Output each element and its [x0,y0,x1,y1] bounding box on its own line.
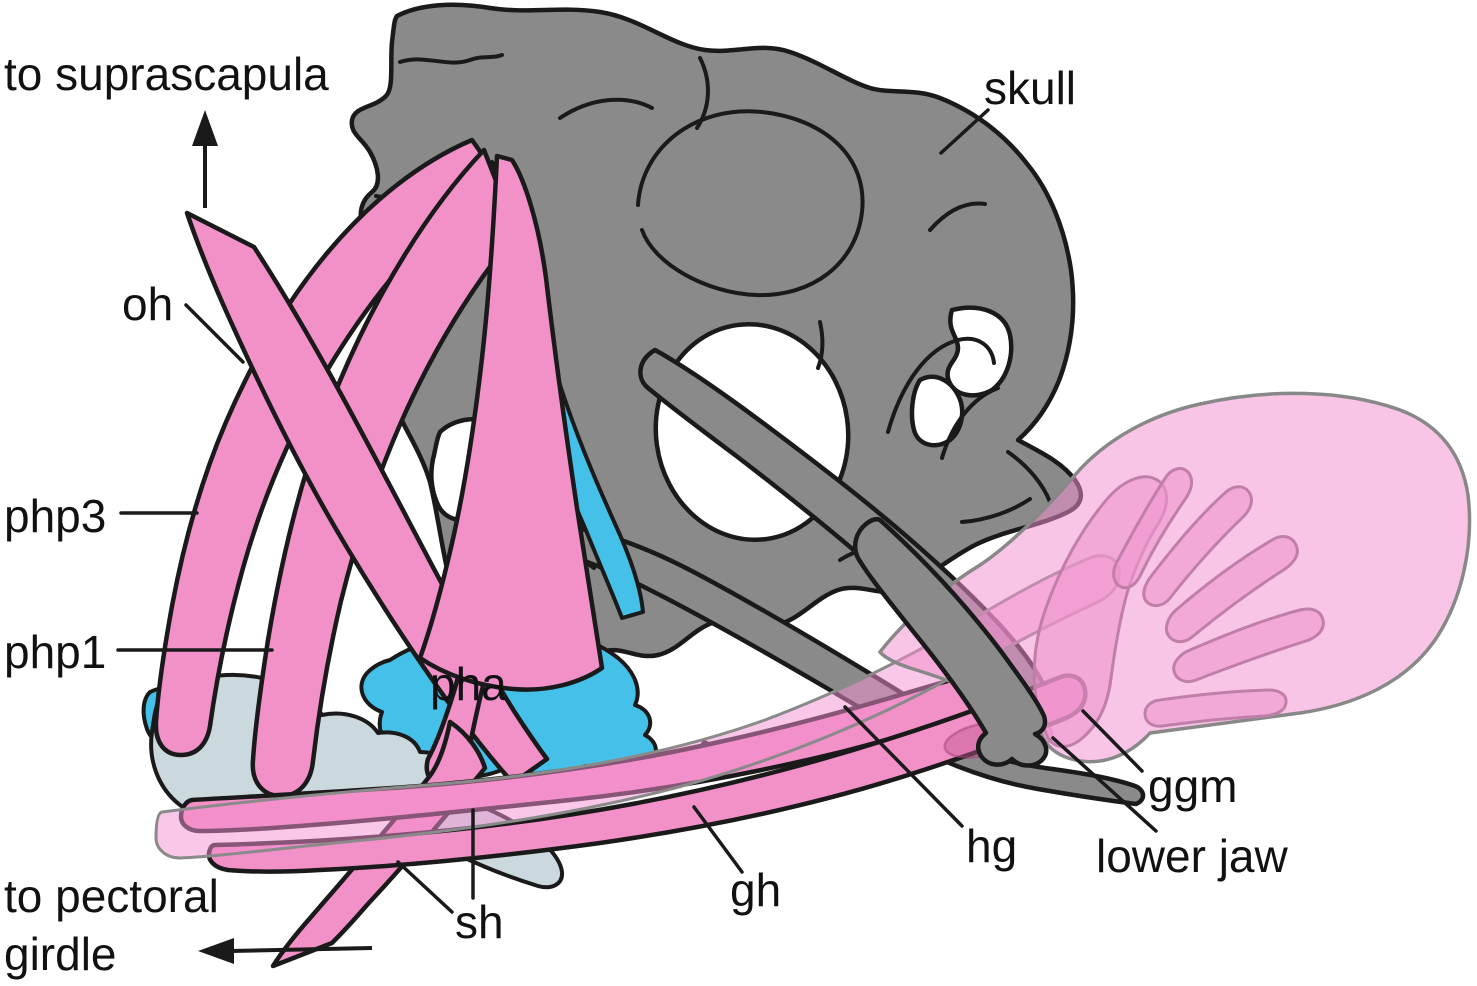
label-to-suprascapula: to suprascapula [4,48,329,100]
label-php1: php1 [4,626,106,678]
label-lower-jaw: lower jaw [1096,830,1289,882]
labels: to suprascapula skull oh php3 php1 pha s… [4,48,1289,980]
label-php3: php3 [4,490,106,542]
leader-skull [939,108,990,155]
label-hg: hg [966,820,1017,872]
label-oh: oh [122,278,173,330]
to-suprascapula-arrow [192,110,218,208]
leader-sh-a [396,860,454,914]
label-ggm: ggm [1148,760,1237,812]
ggm-branches [1032,467,1325,748]
label-girdle: girdle [4,928,117,980]
label-to-pectoral: to pectoral [4,870,219,922]
leader-ggm [1081,709,1144,773]
muscle-pha [417,153,605,692]
label-skull: skull [984,62,1076,114]
tongue [877,391,1472,764]
label-gh: gh [730,864,781,916]
leader-gh [692,805,744,874]
lower-jaw-tip [853,516,1049,768]
leader-lines [116,108,1158,914]
label-sh: sh [455,896,504,948]
label-pha: pha [430,658,507,710]
leader-oh [184,303,245,364]
to-pectoral-girdle-arrow [198,938,373,964]
leader-lower-jaw [1051,736,1158,833]
leader-hg [843,705,964,828]
